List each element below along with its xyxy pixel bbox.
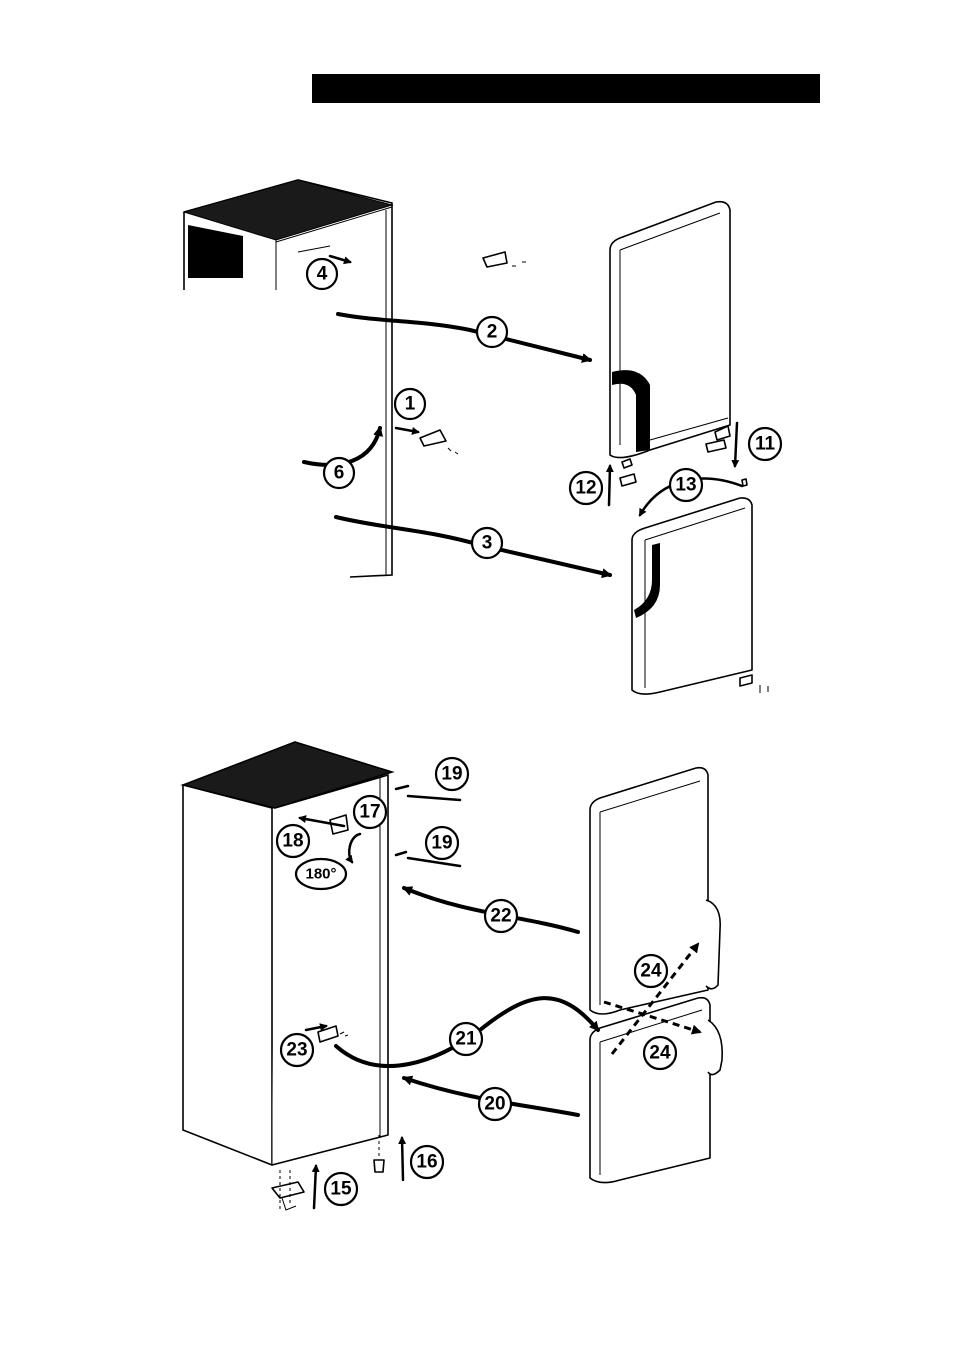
top-hinge-part	[483, 252, 526, 267]
cabinet-top	[184, 180, 392, 577]
svg-text:13: 13	[675, 475, 696, 496]
svg-text:16: 16	[416, 1152, 437, 1173]
arrow-1	[396, 428, 418, 432]
svg-text:12: 12	[575, 478, 596, 499]
svg-text:180°: 180°	[305, 866, 336, 883]
upper-door	[610, 202, 730, 458]
lower-door-assembled	[590, 998, 722, 1183]
callout-24-lower: 24	[644, 1037, 676, 1069]
top-diagram: 4 2 1 6 3 11 12 13	[184, 180, 781, 694]
callout-3: 3	[472, 528, 502, 558]
svg-text:22: 22	[490, 906, 511, 927]
callout-11: 11	[749, 428, 781, 460]
svg-text:20: 20	[484, 1094, 505, 1115]
svg-text:3: 3	[482, 533, 493, 554]
arrow-11	[735, 423, 737, 466]
arrow-19-middle	[408, 858, 460, 866]
middle-hinge-part	[420, 430, 458, 454]
callout-21: 21	[450, 1023, 482, 1055]
callout-4: 4	[307, 259, 337, 289]
svg-text:2: 2	[487, 322, 498, 343]
bottom-diagram: 19 17 18 19 180° 22 24 21	[183, 742, 722, 1210]
svg-text:17: 17	[359, 802, 380, 823]
callout-6: 6	[324, 458, 354, 488]
svg-text:19: 19	[441, 764, 462, 785]
callout-1: 1	[395, 389, 425, 419]
svg-text:11: 11	[755, 434, 776, 455]
callout-19-top: 19	[436, 758, 468, 790]
svg-text:6: 6	[334, 463, 345, 484]
callout-19-middle: 19	[426, 827, 458, 859]
svg-text:15: 15	[330, 1179, 352, 1200]
arrow-16	[402, 1138, 403, 1180]
callout-17: 17	[354, 796, 386, 828]
callout-16: 16	[411, 1146, 443, 1178]
callout-2: 2	[477, 317, 507, 347]
arrow-12	[609, 466, 610, 505]
callout-15: 15	[325, 1173, 357, 1205]
callout-23: 23	[281, 1034, 313, 1066]
rotation-180-label: 180°	[296, 859, 346, 889]
callout-24-upper: 24	[635, 955, 667, 987]
foot-16	[374, 1135, 384, 1172]
callout-20: 20	[479, 1088, 511, 1120]
svg-text:24: 24	[649, 1043, 671, 1064]
callout-18: 18	[277, 825, 309, 857]
lower-door	[632, 498, 752, 694]
callout-13: 13	[670, 469, 702, 501]
svg-text:23: 23	[286, 1040, 307, 1061]
bottom-hinge-15	[272, 1170, 304, 1210]
arrow-15	[314, 1166, 316, 1208]
svg-text:19: 19	[431, 833, 452, 854]
callout-22: 22	[485, 900, 517, 932]
arrow-19-top	[408, 796, 460, 800]
svg-text:24: 24	[640, 961, 662, 982]
svg-text:18: 18	[282, 831, 303, 852]
pin-19-top	[396, 786, 408, 789]
svg-text:21: 21	[455, 1029, 477, 1050]
pin-19-middle	[396, 852, 406, 855]
svg-text:4: 4	[317, 264, 328, 285]
callout-12: 12	[570, 472, 602, 504]
arrow-2	[338, 314, 590, 360]
arrow-4	[330, 256, 350, 262]
svg-text:1: 1	[405, 394, 416, 415]
